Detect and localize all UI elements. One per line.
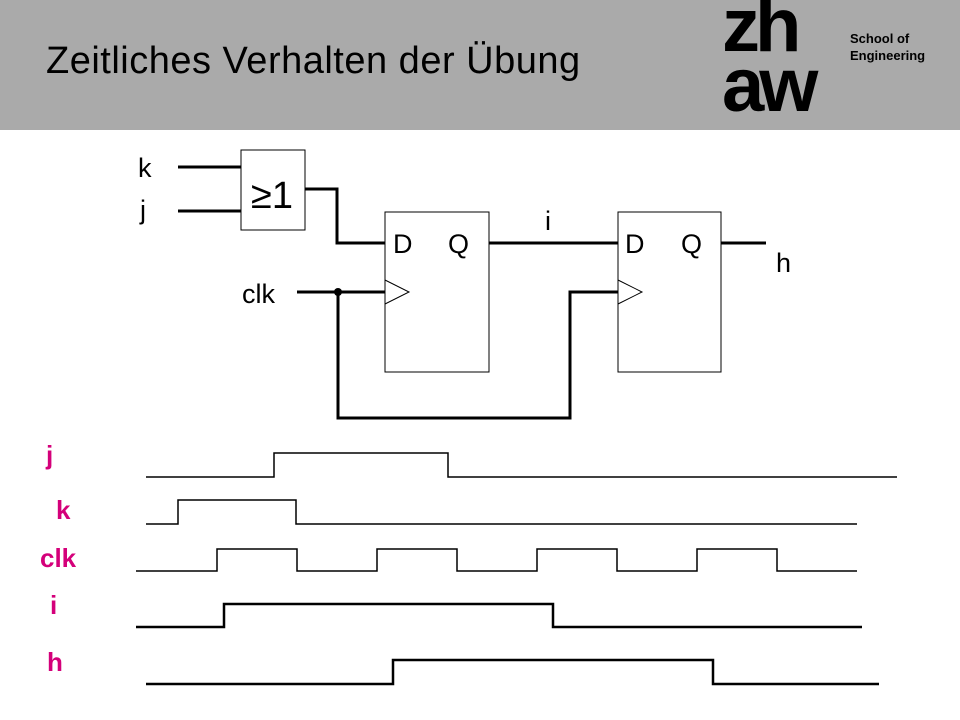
- label-k: k: [138, 153, 152, 183]
- or-gate: [240, 149, 306, 231]
- label-i: i: [545, 206, 551, 236]
- ff2-d-label: D: [625, 229, 645, 259]
- wire-clk-branch: [336, 290, 618, 420]
- school-line-1: School of: [850, 31, 910, 46]
- clk-junction: [334, 288, 342, 296]
- ff2-clock-triangle: [617, 279, 644, 305]
- waveform-k: [146, 499, 857, 525]
- header-bar: Zeitliches Verhalten der Übung zh aw Sch…: [0, 0, 960, 130]
- ff1-q-label: Q: [448, 229, 469, 259]
- ff1-clock-triangle: [384, 279, 411, 305]
- or-gate-label: ≥1: [251, 175, 293, 217]
- ff1-d-label: D: [393, 229, 413, 259]
- signal-label-k: k: [56, 495, 71, 525]
- signal-label-h: h: [47, 647, 63, 677]
- label-j: j: [139, 195, 146, 225]
- zhaw-logo: zh aw: [722, 0, 818, 128]
- signal-label-clk: clk: [40, 543, 77, 573]
- waveform-i: [136, 602, 862, 629]
- waveform-clk: [136, 548, 857, 572]
- label-clk: clk: [242, 279, 275, 309]
- wire-or-out: [305, 187, 385, 245]
- signal-label-i: i: [50, 590, 58, 620]
- school-line-2: Engineering: [850, 48, 926, 63]
- flipflop-2: [617, 211, 722, 373]
- flipflop-1: [384, 211, 490, 373]
- school-label: School of Engineering: [850, 30, 925, 64]
- logo-line-2: aw: [722, 43, 818, 128]
- ff2-q-label: Q: [681, 229, 702, 259]
- logo-line-1: zh: [722, 0, 801, 68]
- waveform-j: [146, 452, 897, 478]
- signal-label-j: j: [46, 440, 54, 470]
- page-title: Zeitliches Verhalten der Übung: [46, 40, 581, 82]
- waveform-h: [146, 658, 879, 686]
- label-h: h: [776, 248, 791, 278]
